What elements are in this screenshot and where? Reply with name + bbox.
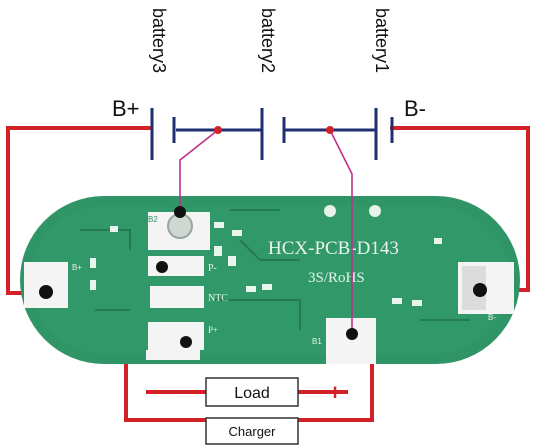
pad-label-p-plus: P+ <box>208 325 218 335</box>
load-plus-sign: + <box>329 380 342 405</box>
mounting-holes <box>324 205 381 217</box>
load-box: Load <box>205 377 299 407</box>
balance-wires <box>179 129 353 334</box>
pads <box>24 212 514 364</box>
battery-pack <box>150 108 394 160</box>
dot-b-plus <box>39 285 53 299</box>
dot-b2 <box>174 206 186 218</box>
pad-p-plus-foot <box>146 350 200 360</box>
board-components <box>90 222 442 306</box>
charger-label: Charger <box>229 424 277 439</box>
battery2-label: battery2 <box>258 8 278 73</box>
board-traces <box>80 209 470 330</box>
pad-p-plus <box>148 322 204 350</box>
pad-ntc <box>150 286 204 308</box>
dot-p-minus <box>156 261 168 273</box>
connection-dots <box>39 206 487 348</box>
battery3-label: battery3 <box>149 8 169 73</box>
load-minus-wire <box>146 390 206 394</box>
pad-label-b-minus: B- <box>488 313 496 322</box>
dot-b-minus <box>473 283 487 297</box>
pad-label-b1: B1 <box>312 337 322 346</box>
board-model-text: HCX-PCB-D143 <box>268 238 399 259</box>
battery1-label: battery1 <box>372 8 392 73</box>
load-plus-wire <box>298 390 348 394</box>
bms-board: HCX-PCB-D143 3S/RoHS B+ B2 P- NTC P+ B1 … <box>20 196 520 364</box>
pad-label-b-plus: B+ <box>72 263 82 272</box>
pad-b1 <box>326 318 376 364</box>
dot-p-plus <box>180 336 192 348</box>
pad-label-p-minus: P- <box>208 263 217 274</box>
b-minus-terminal-label: B- <box>404 96 426 121</box>
board-rating-text: 3S/RoHS <box>308 270 365 286</box>
board-inner-shade <box>30 206 510 354</box>
load-label: Load <box>234 385 270 402</box>
balance-wire-b2 <box>179 129 219 212</box>
load-minus-sign: − <box>162 380 175 405</box>
dot-b1 <box>346 328 358 340</box>
pad-label-ntc: NTC <box>208 293 228 304</box>
charger-box: Charger <box>205 417 299 445</box>
pad-label-b2: B2 <box>148 215 158 224</box>
b-plus-terminal-label: B+ <box>112 96 140 121</box>
balance-wire-b1 <box>329 129 353 334</box>
junction-dots <box>214 126 334 134</box>
